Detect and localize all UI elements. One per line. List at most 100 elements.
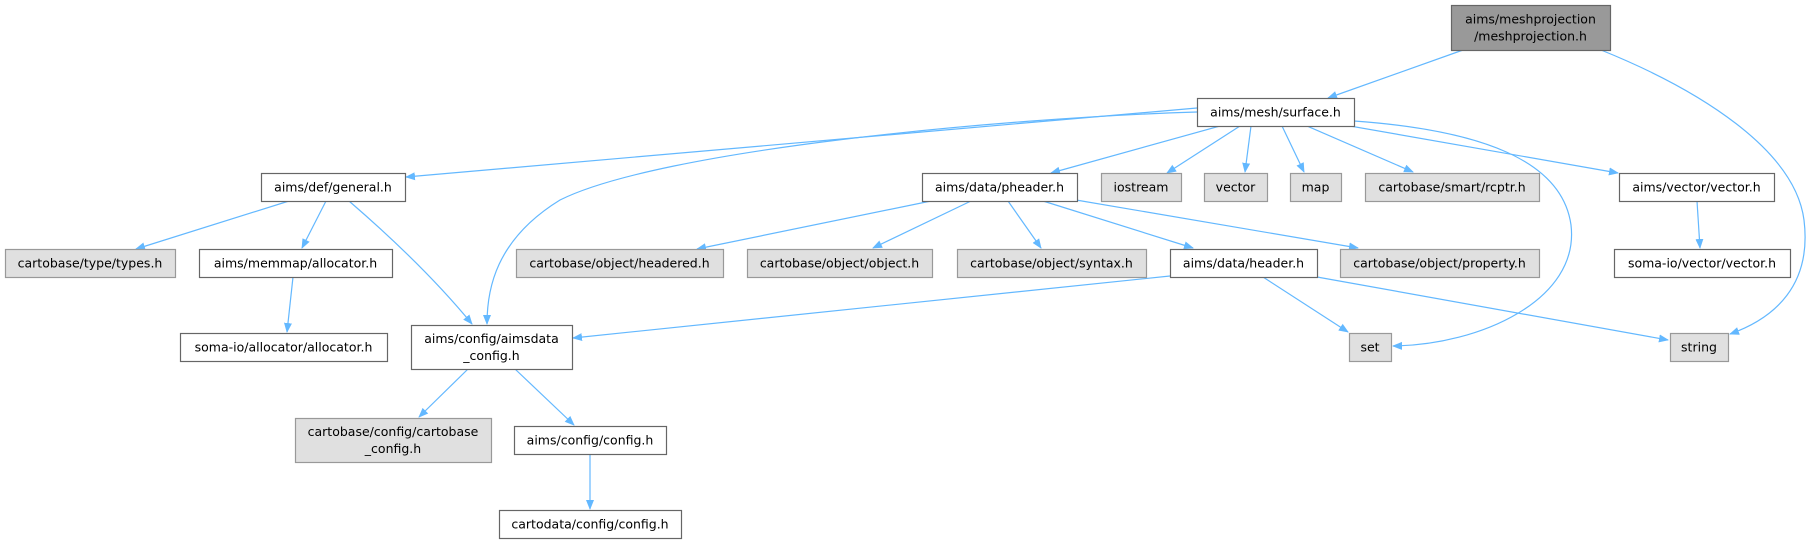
node-label: aims/vector/vector.h: [1632, 180, 1760, 195]
node-set: set: [1348, 332, 1393, 363]
node-vector: vector: [1203, 172, 1269, 203]
edge-pheader-to-object: [872, 200, 972, 249]
edge-general-to-aimsdata: [348, 200, 473, 325]
node-somavector[interactable]: soma-io/vector/vector.h: [1613, 248, 1792, 279]
node-memmap[interactable]: aims/memmap/allocator.h: [198, 248, 394, 279]
node-somaalloc[interactable]: soma-io/allocator/allocator.h: [179, 332, 389, 363]
node-box: [1203, 172, 1269, 203]
edge-header-to-set: [1262, 276, 1349, 333]
node-headered: cartobase/object/headered.h: [515, 248, 725, 279]
edge-surface-to-iostream: [1166, 125, 1241, 174]
node-label: aims/data/pheader.h: [935, 180, 1064, 195]
node-label: /meshprojection.h: [1474, 29, 1587, 44]
node-box: [1613, 248, 1792, 279]
node-label: _config.h: [462, 348, 519, 363]
node-box: [198, 248, 394, 279]
node-label: cartodata/config/config.h: [511, 517, 668, 532]
node-meshprojection[interactable]: aims/meshprojection/meshprojection.h: [1450, 4, 1612, 52]
edge-memmap-to-somaalloc: [283, 276, 294, 333]
edge-general-to-memmap: [301, 200, 327, 249]
edge-surface-to-map: [1281, 125, 1305, 173]
edge-surface-to-aimsdata: [483, 111, 1198, 325]
node-label: cartobase/smart/rcptr.h: [1378, 180, 1525, 195]
node-aimsdata[interactable]: aims/config/aimsdata _config.h: [410, 324, 574, 371]
edge-surface-to-pheader: [1050, 125, 1221, 175]
node-cartobaseconfig: cartobase/config/cartobase _config.h: [294, 417, 493, 464]
node-box: [260, 172, 407, 203]
edge-meshprojection-to-surface: [1327, 49, 1464, 99]
node-iostream: iostream: [1100, 172, 1183, 203]
edge-header-to-aimsdata: [572, 275, 1171, 342]
node-box: [1196, 97, 1356, 128]
edge-surface-to-vector: [1242, 125, 1252, 173]
node-label: _config.h: [364, 441, 421, 456]
node-label: iostream: [1114, 180, 1169, 195]
edge-pheader-to-headered: [696, 200, 932, 252]
edge-surface-to-general: [405, 107, 1198, 181]
node-string: string: [1669, 332, 1730, 363]
node-label: cartobase/object/property.h: [1353, 256, 1526, 271]
node-box: [1348, 332, 1393, 363]
node-types: cartobase/type/types.h: [4, 248, 177, 279]
edge-aimsdata-to-aimsconfig: [514, 368, 575, 426]
edge-surface-to-rcptr: [1306, 125, 1414, 173]
edge-pheader-to-header: [1042, 200, 1194, 250]
node-box: [1339, 248, 1541, 279]
node-label: cartobase/object/syntax.h: [970, 256, 1133, 271]
node-label: aims/config/config.h: [527, 433, 654, 448]
node-box: [515, 248, 725, 279]
node-box: [921, 172, 1079, 203]
edge-aimsvector-to-somavector: [1695, 200, 1704, 249]
node-label: vector: [1216, 180, 1257, 195]
node-label: aims/data/header.h: [1183, 256, 1304, 271]
node-label: aims/def/general.h: [274, 180, 392, 195]
node-aimsvector[interactable]: aims/vector/vector.h: [1618, 172, 1776, 203]
edge-meshprojection-to-string: [1600, 49, 1806, 335]
node-label: cartobase/object/object.h: [760, 256, 919, 271]
node-header[interactable]: aims/data/header.h: [1169, 248, 1319, 279]
node-box: [1169, 248, 1319, 279]
node-box: [4, 248, 177, 279]
node-box: [1450, 4, 1612, 52]
node-box: [513, 425, 668, 456]
node-box: [1364, 172, 1541, 203]
edge-surface-to-aimsvector: [1349, 125, 1619, 176]
node-surface[interactable]: aims/mesh/surface.h: [1196, 97, 1356, 128]
node-map: map: [1289, 172, 1343, 203]
node-box: [1289, 172, 1343, 203]
node-box: [1100, 172, 1183, 203]
node-cartodata[interactable]: cartodata/config/config.h: [498, 509, 683, 540]
node-label: map: [1302, 180, 1330, 195]
node-label: aims/config/aimsdata: [424, 331, 558, 346]
node-label: aims/memmap/allocator.h: [214, 256, 377, 271]
node-box: [498, 509, 683, 540]
node-label: set: [1360, 340, 1379, 355]
node-label: cartobase/object/headered.h: [529, 256, 709, 271]
node-box: [956, 248, 1148, 279]
node-general[interactable]: aims/def/general.h: [260, 172, 407, 203]
node-object: cartobase/object/object.h: [746, 248, 934, 279]
edge-pheader-to-syntax: [1007, 200, 1042, 249]
node-label: cartobase/type/types.h: [18, 256, 163, 271]
node-box: [294, 417, 493, 464]
node-label: aims/mesh/surface.h: [1210, 105, 1341, 120]
node-aimsconfig[interactable]: aims/config/config.h: [513, 425, 668, 456]
node-syntax: cartobase/object/syntax.h: [956, 248, 1148, 279]
node-property: cartobase/object/property.h: [1339, 248, 1541, 279]
node-box: [746, 248, 934, 279]
node-label: soma-io/allocator/allocator.h: [195, 340, 373, 355]
edge-pheader-to-property: [1075, 199, 1359, 251]
node-rcptr: cartobase/smart/rcptr.h: [1364, 172, 1541, 203]
node-box: [1618, 172, 1776, 203]
edge-header-to-string: [1316, 276, 1669, 343]
edge-aimsdata-to-cartobaseconfig: [418, 368, 469, 418]
edge-surface-to-set: [1353, 120, 1573, 350]
node-label: soma-io/vector/vector.h: [1628, 256, 1776, 271]
node-box: [1669, 332, 1730, 363]
node-box: [410, 324, 574, 371]
node-label: string: [1681, 340, 1717, 355]
node-label: cartobase/config/cartobase: [308, 424, 479, 439]
node-pheader[interactable]: aims/data/pheader.h: [921, 172, 1079, 203]
node-box: [179, 332, 389, 363]
